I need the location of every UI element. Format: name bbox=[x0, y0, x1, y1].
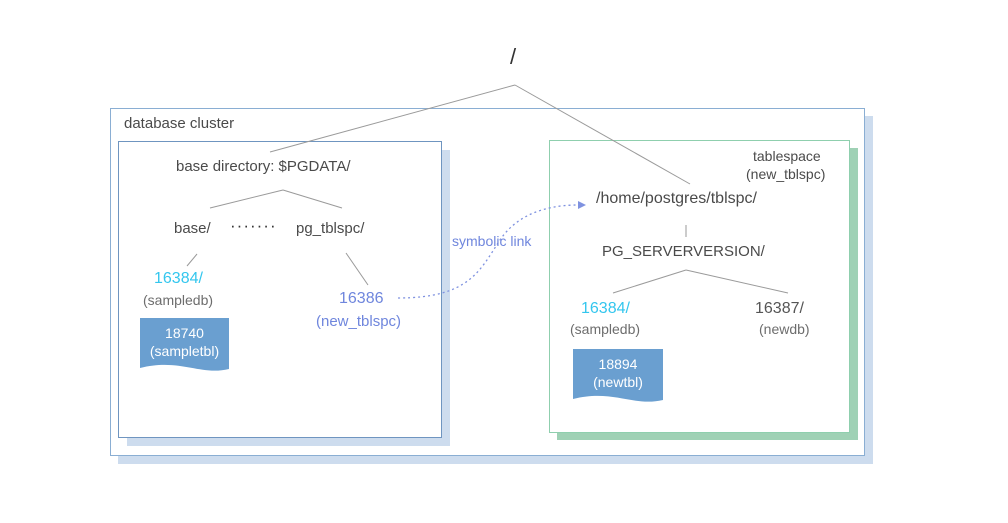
tablespace-label: tablespace bbox=[753, 148, 821, 164]
base-dir-to-pgtblspc-line bbox=[282, 189, 343, 209]
tablespace-db2-name: (newdb) bbox=[759, 321, 810, 337]
symbolic-link-label: symbolic link bbox=[452, 233, 532, 249]
base-db-oid: 16384/ bbox=[154, 270, 203, 287]
tablespace-db1-oid: 16384/ bbox=[581, 300, 630, 317]
base-db-name: (sampledb) bbox=[143, 292, 214, 308]
tablespace-name: (new_tblspc) bbox=[746, 166, 826, 182]
doc-newtbl-name: (newtbl) bbox=[593, 374, 643, 390]
doc-newtbl: 18894 (newtbl) bbox=[573, 349, 663, 401]
ellipsis-dots: ······· bbox=[230, 216, 277, 235]
doc-newtbl-oid: 18894 bbox=[598, 356, 638, 372]
version-dir-label: PG_SERVERVERSION/ bbox=[602, 243, 765, 260]
tablespace-path: /home/postgres/tblspc/ bbox=[596, 190, 757, 207]
doc-sampletbl-oid: 18740 bbox=[165, 325, 204, 341]
doc-sampletbl: 18740 (sampletbl) bbox=[140, 318, 229, 370]
version-to-16387-line bbox=[685, 269, 789, 294]
symbolic-link-arrowhead bbox=[578, 201, 586, 209]
base-directory-label: base directory: $PGDATA/ bbox=[176, 158, 351, 175]
pgtblspc-to-16386-line bbox=[345, 252, 369, 286]
version-to-16384-line bbox=[612, 269, 687, 294]
link-name: (new_tblspc) bbox=[316, 313, 402, 330]
link-oid: 16386 bbox=[339, 290, 384, 307]
base-folder-label: base/ bbox=[174, 220, 211, 237]
cluster-label: database cluster bbox=[124, 115, 235, 132]
symbolic-link-line bbox=[397, 204, 579, 299]
base-to-16384-line bbox=[186, 253, 198, 267]
pg-tblspc-folder-label: pg_tblspc/ bbox=[296, 220, 365, 237]
doc-sampletbl-name: (sampletbl) bbox=[149, 343, 220, 359]
doc-sampletbl-shape bbox=[140, 318, 229, 371]
root-label: / bbox=[510, 44, 517, 69]
root-to-base-line bbox=[269, 84, 516, 153]
root-to-tablespace-line bbox=[514, 84, 691, 185]
tablespace-db1-name: (sampledb) bbox=[570, 321, 641, 337]
base-dir-to-base-line bbox=[209, 189, 284, 209]
tablespace-db2-oid: 16387/ bbox=[755, 300, 804, 317]
doc-newtbl-shape bbox=[573, 349, 663, 402]
